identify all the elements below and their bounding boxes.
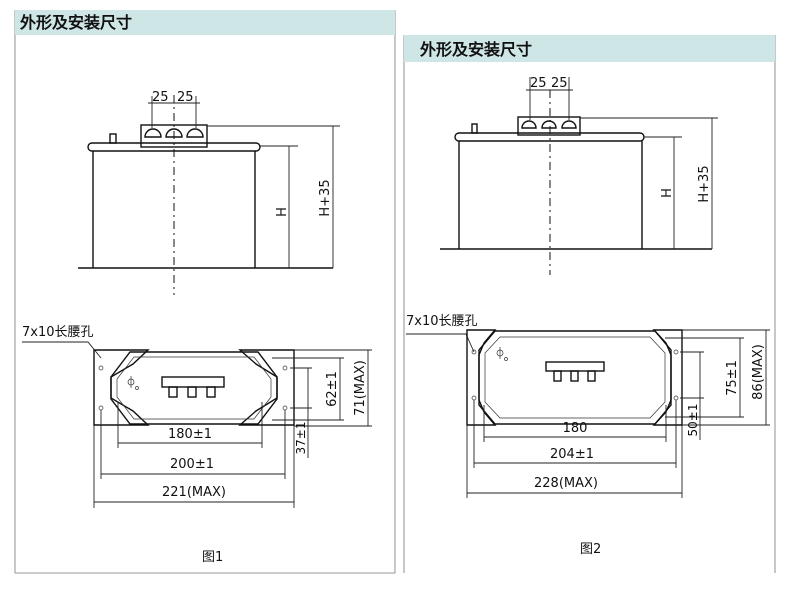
fig2-terminal-pin-2 — [570, 370, 579, 382]
fig1-dim-71: 71(MAX) — [353, 360, 368, 416]
fig2-dim-180: 180 — [563, 421, 588, 436]
fig1-body-inner — [116, 356, 272, 420]
fig2-ground-stud — [471, 123, 478, 134]
fig1-hole-bl — [98, 405, 104, 411]
fig2-dim-H: H — [660, 188, 675, 198]
fig1-ground-stud — [109, 133, 117, 144]
fig2-body-outline — [478, 330, 672, 425]
ground-icon — [496, 347, 508, 361]
fig2-header-band — [404, 35, 775, 62]
fig1-dim-25-right: 25 — [177, 90, 194, 105]
fig1-dim-62: 62±1 — [325, 371, 340, 407]
fig1-hole-br — [282, 405, 288, 411]
fig2-dim-50: 50±1 — [686, 404, 700, 437]
figure-1: 外形及安装尺寸 25 25 H — [14, 10, 396, 574]
fig2-mount-plate-right — [652, 329, 683, 426]
fig1-slot-leader — [22, 341, 102, 359]
fig2-terminal-bar — [545, 361, 605, 372]
fig1-dim-H35: H+35 — [318, 179, 333, 216]
fig1-hole-tr — [282, 365, 288, 371]
fig2-hole-tl — [471, 349, 477, 355]
fig2-hole-br — [673, 395, 679, 401]
fig1-terminal-3 — [186, 128, 204, 138]
fig2-terminal-1 — [521, 120, 537, 129]
fig1-body-outline — [110, 351, 278, 425]
fig2-hole-bl — [471, 395, 477, 401]
fig2-dim-228: 228(MAX) — [534, 476, 598, 491]
fig1-mount-plate-left — [93, 349, 150, 426]
fig2-hole-tr — [673, 349, 679, 355]
fig2-terminal-3 — [561, 120, 577, 129]
fig2-plan-view: 7x10长腰孔 180 — [406, 314, 770, 498]
fig2-header-title: 外形及安装尺寸 — [419, 40, 532, 59]
fig1-dim-H: H — [275, 207, 290, 217]
fig1-dim-200: 200±1 — [170, 457, 214, 472]
fig2-mount-plate-left — [466, 329, 497, 426]
fig1-header-title: 外形及安装尺寸 — [19, 13, 132, 32]
fig1-dim-25-left: 25 — [152, 90, 169, 105]
fig1-terminal-pin-2 — [187, 386, 197, 398]
fig1-hole-tl — [98, 365, 104, 371]
fig1-plan-view: 7x10长腰孔 — [22, 325, 372, 508]
fig2-terminal-block — [517, 116, 581, 136]
fig1-dim-37: 37±1 — [294, 422, 308, 455]
fig2-body-inner — [484, 336, 666, 419]
fig2-dim-75: 75±1 — [725, 360, 740, 396]
fig2-dim-86: 86(MAX) — [751, 344, 766, 400]
fig2-terminal-2 — [541, 120, 557, 129]
fig1-terminal-1 — [144, 128, 162, 138]
fig2-terminal-pin-3 — [587, 370, 596, 382]
fig2-dim-H35: H+35 — [697, 165, 712, 202]
fig2-dim-25-right: 25 — [551, 76, 568, 91]
fig2-terminal-pin-1 — [553, 370, 562, 382]
fig1-terminal-pin-3 — [206, 386, 216, 398]
fig2-dim-204: 204±1 — [550, 447, 594, 462]
fig1-terminal-bar — [161, 376, 225, 388]
fig1-header-band — [15, 10, 395, 35]
fig1-terminal-pin-1 — [168, 386, 178, 398]
fig1-terminal-2 — [165, 128, 183, 138]
fig2-dim-25-left: 25 — [530, 76, 547, 91]
fig1-caption: 图1 — [202, 550, 223, 565]
fig1-dim-221: 221(MAX) — [162, 485, 226, 500]
fig2-caption: 图2 — [580, 542, 601, 557]
fig1-front-view: 25 25 H H+35 — [78, 90, 340, 295]
fig1-mount-plate-right — [238, 349, 295, 426]
figure-2: 外形及安装尺寸 25 25 H H+35 — [403, 35, 776, 573]
fig1-dim-180: 180±1 — [168, 427, 212, 442]
fig1-slot-label: 7x10长腰孔 — [22, 325, 94, 340]
fig2-slot-leader — [406, 333, 475, 353]
fig2-front-view: 25 25 H H+35 — [440, 76, 718, 275]
ground-icon — [127, 376, 139, 390]
fig2-slot-label: 7x10长腰孔 — [406, 314, 478, 329]
